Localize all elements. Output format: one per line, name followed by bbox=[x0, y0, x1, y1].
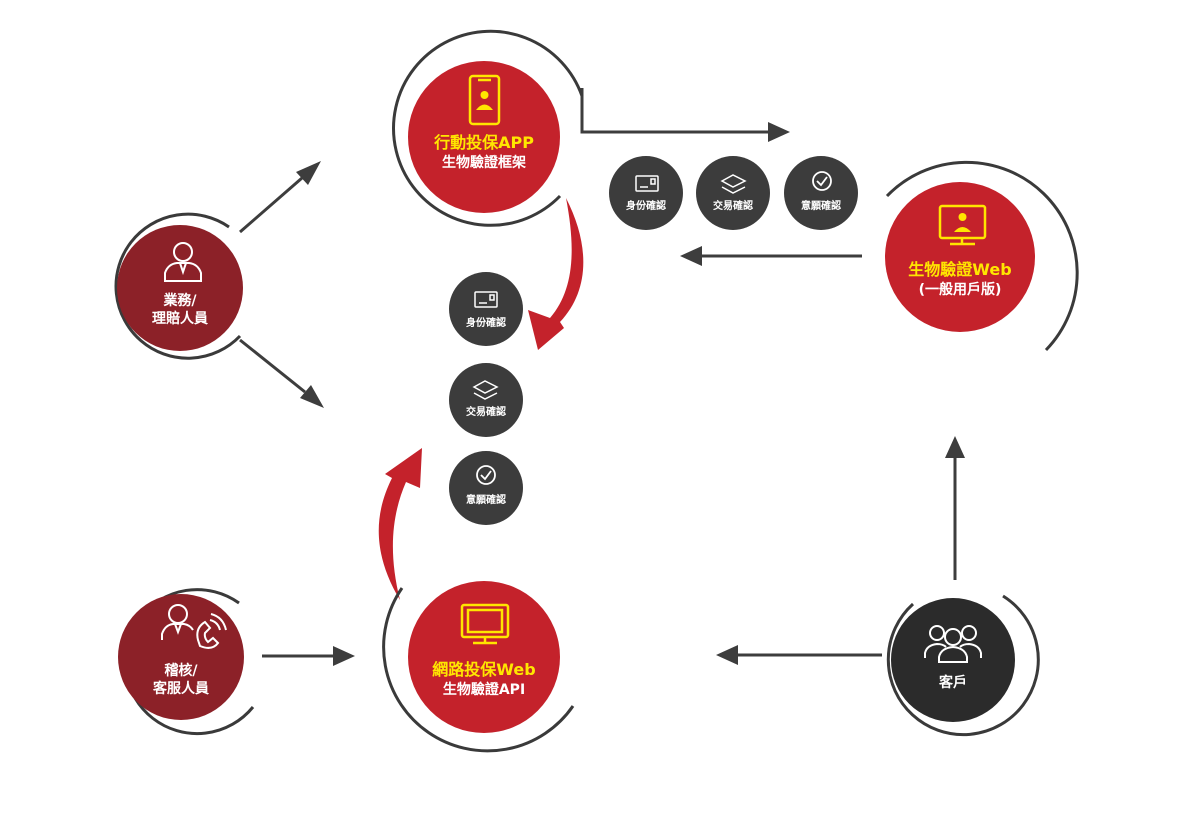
arrow-app-to-checks bbox=[580, 88, 770, 134]
check-circle-icon bbox=[812, 171, 832, 191]
center-check-chips bbox=[449, 272, 523, 525]
chip-label-identity: 身份確認 bbox=[466, 318, 506, 329]
role-line-1: 業務/ bbox=[163, 293, 197, 309]
handshake-icon bbox=[720, 174, 747, 194]
node-mobile-app-label: 行動投保APP 生物驗證框架 bbox=[424, 133, 544, 172]
node-subtitle: 生物驗證API bbox=[442, 681, 526, 698]
red-arrow-netweb-to-checks bbox=[378, 448, 422, 600]
arrowhead-agent-to-center bbox=[300, 385, 324, 408]
node-customer-label: 客戶 bbox=[903, 674, 1003, 692]
node-ring bbox=[114, 212, 242, 360]
handshake-icon bbox=[472, 380, 499, 400]
top-check-chips bbox=[609, 156, 858, 230]
arrowheads bbox=[296, 122, 965, 666]
id-card-icon bbox=[474, 291, 498, 308]
role-line-2: 客服人員 bbox=[153, 681, 209, 698]
node-ring bbox=[886, 594, 1040, 737]
node-title: 行動投保APP bbox=[434, 133, 534, 152]
red-curved-arrows bbox=[378, 198, 584, 600]
call-agent-icon bbox=[161, 604, 227, 649]
arrow-agent-to-app bbox=[239, 176, 303, 234]
monitor-icon bbox=[460, 603, 510, 645]
node-title: 網路投保Web bbox=[432, 660, 536, 679]
node-bio-web-label: 生物驗證Web (一般用戶版) bbox=[895, 260, 1025, 299]
role-line-2: 理賠人員 bbox=[152, 311, 208, 328]
node-bio-web bbox=[885, 160, 1079, 352]
node-mobile-app bbox=[392, 29, 584, 227]
phone-icon bbox=[468, 74, 501, 126]
arrowhead-customer-to-netweb bbox=[716, 645, 738, 665]
chip-label-transaction: 交易確認 bbox=[466, 407, 506, 418]
red-arrow-app-to-checks bbox=[528, 198, 584, 350]
connector-arrows bbox=[239, 88, 957, 658]
node-agent-label: 業務/ 理賠人員 bbox=[130, 292, 230, 328]
person-icon bbox=[164, 242, 202, 282]
chip-label-intent: 意願確認 bbox=[801, 201, 841, 212]
arrow-agent-to-center bbox=[239, 338, 306, 394]
check-circle-icon bbox=[476, 465, 496, 485]
node-agent bbox=[114, 212, 243, 360]
monitor-icon bbox=[938, 204, 987, 246]
arrowhead-audit-to-netweb bbox=[333, 646, 355, 666]
id-card-icon bbox=[635, 175, 659, 192]
node-customer bbox=[886, 594, 1040, 737]
people-group-icon bbox=[924, 625, 982, 663]
node-net-web bbox=[382, 581, 575, 753]
node-ring bbox=[382, 587, 575, 753]
node-subtitle: (一般用戶版) bbox=[918, 281, 1002, 298]
chip-label-identity: 身份確認 bbox=[626, 201, 666, 212]
arrowhead-customer-to-bioweb bbox=[945, 436, 965, 458]
arrowhead-bioweb-to-checks bbox=[680, 246, 702, 266]
arrowhead-agent-to-app bbox=[296, 161, 321, 185]
customer-text: 客戶 bbox=[939, 675, 967, 691]
role-line-1: 稽核/ bbox=[164, 663, 198, 679]
node-title: 生物驗證Web bbox=[908, 260, 1012, 279]
chip-label-intent: 意願確認 bbox=[466, 495, 506, 506]
arrowhead-app-to-checks bbox=[768, 122, 790, 142]
node-audit bbox=[118, 588, 255, 736]
node-audit-label: 稽核/ 客服人員 bbox=[131, 662, 231, 698]
node-net-web-label: 網路投保Web 生物驗證API bbox=[419, 660, 549, 699]
node-ring bbox=[885, 160, 1079, 352]
node-subtitle: 生物驗證框架 bbox=[442, 154, 526, 171]
node-ring bbox=[392, 29, 584, 227]
chip-label-transaction: 交易確認 bbox=[713, 201, 753, 212]
